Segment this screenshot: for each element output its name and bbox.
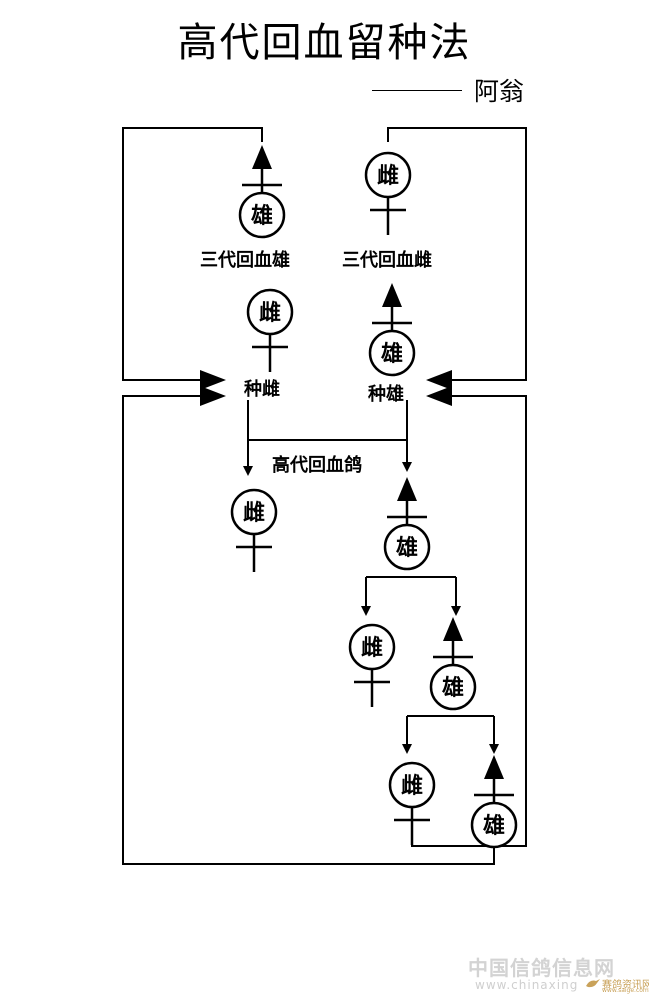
diagram-title: 高代回血留种法 [177, 20, 472, 66]
female-symbol-offspring-3: 雌 [388, 761, 436, 845]
female-symbol-third-gen: 雌 [364, 151, 412, 235]
label-high-gen-pigeons: 高代回血鸽 [272, 455, 362, 476]
arrowhead-split-left-2 [402, 744, 412, 754]
arrowhead-split-right-2 [489, 744, 499, 754]
male-symbol-seed: 雄 [368, 283, 416, 377]
watermark-logo-text: 赛鸽资讯网 [602, 980, 649, 991]
label-seed-female: 种雌 [244, 379, 280, 400]
watermark-site-name: 中国信鸽信息网 [468, 956, 615, 980]
arrowhead-down-seed-female [243, 466, 253, 476]
male-char: 雄 [441, 676, 464, 701]
male-char: 雄 [250, 204, 273, 229]
arrowhead-into-seed-female-top [200, 370, 226, 390]
label-third-gen-male: 三代回血雄 [200, 250, 290, 271]
male-char: 雄 [395, 536, 418, 561]
male-arrow-icon [443, 617, 463, 641]
author-name: 阿翁 [474, 77, 525, 106]
male-char: 雄 [380, 342, 403, 367]
male-arrow-icon [397, 477, 417, 501]
pigeon-logo-icon [586, 979, 600, 988]
male-arrow-icon [252, 145, 272, 169]
male-symbol-third-gen: 雄 [238, 145, 286, 239]
female-symbol-offspring-2: 雌 [348, 623, 396, 707]
male-arrow-icon [382, 283, 402, 307]
loop-last-male-to-seed-female [122, 395, 495, 865]
female-char: 雌 [259, 300, 281, 326]
male-symbol-offspring-1: 雄 [383, 477, 431, 571]
male-char: 雄 [482, 814, 505, 839]
female-char: 雌 [243, 500, 265, 526]
connector-lines [122, 127, 527, 865]
label-third-gen-female: 三代回血雌 [342, 250, 432, 271]
arrowhead-split-left-1 [361, 606, 371, 616]
arrowhead-down-seed-male [402, 462, 412, 472]
arrowheads [200, 370, 499, 754]
male-symbol-offspring-3: 雄 [470, 755, 518, 849]
loop-third-gen-male-to-seed-female [122, 127, 263, 381]
loop-third-gen-female-to-seed-male [387, 127, 527, 381]
arrowhead-into-seed-male-bottom [426, 386, 452, 406]
male-symbol-offspring-2: 雄 [429, 617, 477, 711]
label-seed-male: 种雄 [368, 384, 404, 405]
female-char: 雌 [401, 773, 423, 799]
male-arrow-icon [484, 755, 504, 779]
watermark-logo: 赛鸽资讯网 www.saige.com [585, 974, 649, 996]
watermark-url: www.chinaxing [475, 978, 579, 992]
watermark-logo-sub: www.saige.com [602, 987, 649, 994]
arrowhead-into-seed-female-bottom [200, 386, 226, 406]
arrowhead-split-right-1 [451, 606, 461, 616]
female-symbol-offspring-1: 雌 [230, 488, 278, 572]
female-symbol-seed: 雌 [246, 288, 294, 372]
author-dash-line [372, 90, 462, 91]
female-char: 雌 [361, 635, 383, 661]
arrowhead-into-seed-male-top [426, 370, 452, 390]
female-char: 雌 [377, 163, 399, 189]
